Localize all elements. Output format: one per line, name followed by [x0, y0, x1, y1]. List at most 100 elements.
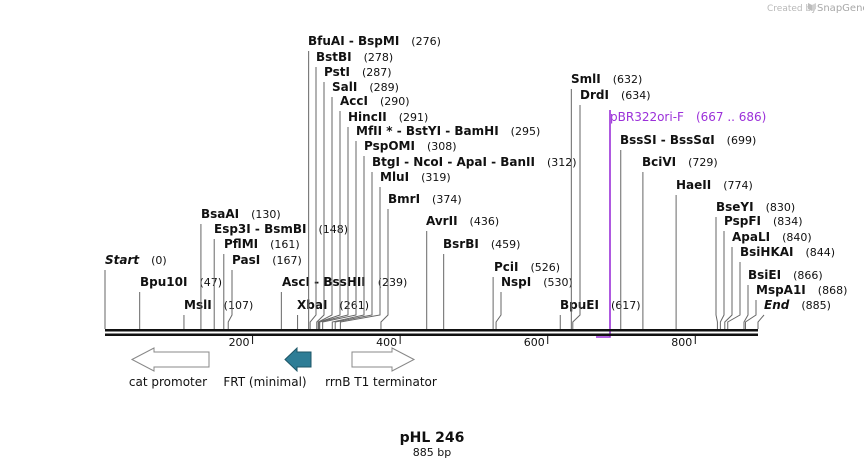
site-mfii-bstyi-bamhi[interactable]: MfII * - BstYI - BamHI(295) [322, 124, 541, 329]
site-name-label: End [764, 298, 790, 312]
site-name-label: NspI [501, 275, 531, 289]
site-start[interactable]: Start (0) [104, 253, 167, 329]
site-position-label: (885) [801, 299, 831, 312]
site-name-label: PspFI [724, 214, 761, 228]
site-drdi[interactable]: DrdI (634) [572, 88, 651, 329]
site-position-label: (617) [611, 299, 641, 312]
site-name-label: BpuEI [560, 298, 599, 312]
site-leader-line [727, 262, 741, 329]
primer-range-label: (667 .. 686) [696, 110, 766, 124]
site-pflmi[interactable]: PflMI(161) [223, 237, 300, 329]
site-pspomi[interactable]: PspOMI(308) [331, 139, 457, 329]
plasmid-name: pHL 246 [400, 430, 465, 446]
site-name-label: BseYI [716, 200, 754, 214]
site-nspi[interactable]: NspI(530) [495, 275, 573, 329]
site-position-label: (308) [427, 140, 457, 153]
site-position-label: (632) [613, 73, 643, 86]
site-position-label: (459) [491, 238, 521, 251]
site-pcii[interactable]: PciI (526) [492, 260, 561, 329]
site-name-label: PasI [232, 253, 260, 267]
feature-rrnb-t1-terminator[interactable]: rrnB T1 terminator [325, 347, 437, 389]
site-psti[interactable]: PstI (287) [316, 65, 392, 329]
site-msli[interactable]: MslI(107) [183, 298, 253, 329]
site-leader-line [227, 270, 233, 329]
site-bsaai[interactable]: BsaAI(130) [200, 207, 281, 329]
site-end[interactable]: End (885) [757, 298, 831, 329]
site-btgi-ncoi-apai-banii[interactable]: BtgI - NcoI - ApaI - BanII(312) [334, 155, 577, 329]
site-pasi[interactable]: PasI(167) [227, 253, 302, 329]
site-xbai[interactable]: XbaI(261) [297, 298, 369, 329]
site-mlui[interactable]: MluI(319) [339, 170, 451, 329]
site-position-label: (526) [531, 261, 561, 274]
site-smli[interactable]: SmlI(632) [570, 72, 643, 329]
site-name-label: ApaLI [732, 230, 770, 244]
site-leader-line [757, 314, 765, 329]
tick-label: 400 [376, 336, 397, 349]
site-esp3i-bsmbi[interactable]: Esp3I - BsmBI(148) [213, 222, 348, 329]
site-name-label: PciI [494, 260, 519, 274]
site-name-label: AvrII [426, 214, 458, 228]
site-bsihkai[interactable]: BsiHKAI(844) [727, 245, 835, 329]
site-position-label: (47) [199, 276, 222, 289]
site-leader-line [318, 111, 341, 329]
tick-label: 800 [671, 336, 692, 349]
site-leader-line [334, 172, 373, 329]
snapgene-credit: Created by SnapGene [767, 3, 864, 14]
site-leader-line [322, 141, 357, 329]
site-bcivi[interactable]: BciVI(729) [642, 155, 718, 329]
site-position-label: (830) [766, 201, 796, 214]
site-bsssi-bsss-i[interactable]: BssSI - BssSαI(699) [620, 133, 756, 329]
site-leader-line [317, 97, 333, 329]
site-bmri[interactable]: BmrI(374) [380, 192, 462, 329]
site-name-label: PstI [324, 65, 350, 79]
site-acci[interactable]: AccI(290) [318, 94, 410, 329]
feature-cat-promoter[interactable]: cat promoter [129, 347, 210, 389]
site-bpu10i[interactable]: Bpu10I (47) [139, 275, 222, 329]
site-name-label: BciVI [642, 155, 676, 169]
site-position-label: (287) [362, 66, 392, 79]
site-avrii[interactable]: AvrII(436) [426, 214, 499, 329]
tick-label: 200 [229, 336, 250, 349]
site-position-label: (634) [621, 89, 651, 102]
site-leader-line [743, 285, 749, 329]
site-bseyi[interactable]: BseYI (830) [715, 200, 796, 329]
credit-brand: SnapGene [817, 3, 864, 14]
site-position-label: (0) [151, 254, 167, 267]
primer-name-label[interactable]: pBR322ori-F [610, 110, 684, 124]
site-position-label: (161) [270, 238, 300, 251]
feature-frt-minimal[interactable]: FRT (minimal) [223, 346, 312, 389]
site-position-label: (239) [378, 276, 408, 289]
site-position-label: (295) [511, 125, 541, 138]
site-sali[interactable]: SalI(289) [317, 80, 399, 329]
site-name-label: BtgI - NcoI - ApaI - BanII [372, 155, 535, 169]
backbone-bottom-strand [105, 333, 758, 336]
site-leader-line [309, 67, 317, 329]
primer-line [596, 110, 611, 338]
site-leader-line [715, 217, 718, 329]
site-position-label: (290) [380, 95, 410, 108]
site-bfuai-bspmi[interactable]: BfuAI - BspMI(276) [308, 34, 441, 329]
site-position-label: (774) [723, 179, 753, 192]
site-haeii[interactable]: HaeII(774) [675, 178, 753, 329]
site-bstbi[interactable]: BstBI(278) [309, 50, 394, 329]
site-bsiei[interactable]: BsiEI(866) [743, 268, 823, 329]
site-bsrbi[interactable]: BsrBI(459) [443, 237, 520, 329]
site-position-label: (278) [364, 51, 394, 64]
site-hincii[interactable]: HincII(291) [319, 110, 429, 329]
ruler-ticks: 200 400 600 800 [229, 336, 696, 349]
tick-label: 600 [524, 336, 545, 349]
site-mspa1i[interactable]: MspA1I(868) [744, 283, 847, 329]
site-name-label: DrdI [580, 88, 609, 102]
site-bpuei[interactable]: BpuEI (617) [559, 298, 641, 329]
site-apali[interactable]: ApaLI (840) [724, 230, 812, 329]
feature-arrow [284, 346, 312, 373]
site-name-label: Start [105, 253, 140, 267]
site-pspfi[interactable]: PspFI(834) [719, 214, 803, 329]
site-leader-line [724, 247, 733, 329]
site-name-label: SalI [332, 80, 357, 94]
site-name-label: Bpu10I [140, 275, 187, 289]
site-position-label: (130) [251, 208, 281, 221]
site-position-label: (840) [782, 231, 812, 244]
site-leader-line [339, 187, 381, 329]
